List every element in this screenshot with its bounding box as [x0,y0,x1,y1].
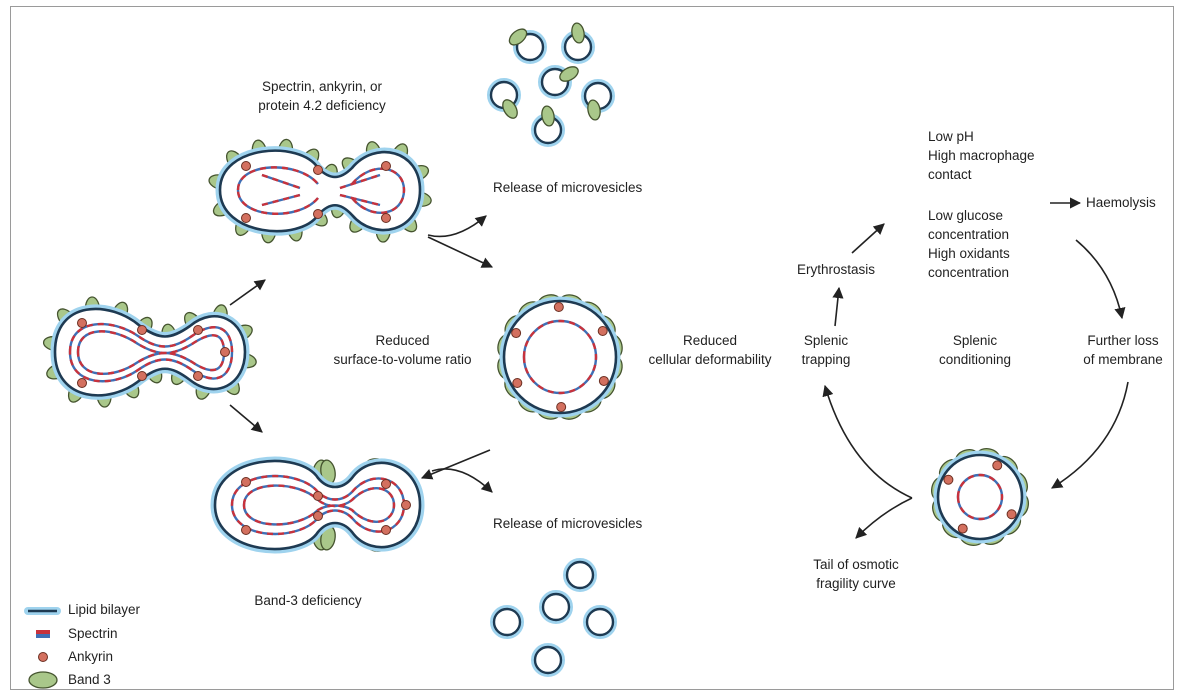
haemolysis-label: Haemolysis [1086,195,1156,210]
spherocyte [497,294,623,420]
spectrin-deficient-cell [208,138,432,244]
ankyrin-dot [137,371,147,381]
ankyrin-dot [957,523,968,534]
ankyrin-dot [313,209,323,219]
splenic-trapping-label: Splenic trapping [801,333,851,367]
conditions-ph-macrophage: Low pH High macrophage contact [928,129,1035,182]
ankyrin-dot [381,479,391,489]
ankyrin-dot [1006,509,1017,520]
splenic-conditioning-label: Splenic conditioning [938,333,1012,367]
microspherocyte-spectrin-red [956,473,1004,521]
microvesicle [492,607,522,637]
legend-label-ankyrin: Ankyrin [68,649,114,664]
release-microvesicles-bottom-label: Release of microvesicles [493,516,643,531]
band3-deficient-cell [210,456,425,554]
osmotic-tail-label: Tail of osmotic fragility curve [813,557,899,591]
ankyrin-dot [137,325,147,335]
microvesicles-without-band3 [490,558,617,677]
figure-frame [10,6,1174,690]
spectrin-cell-spectrin-red [236,166,406,215]
normal-cell-spectrin-red [68,322,234,383]
band3-cell-bilayer [213,459,422,551]
arrow-spectrin-to-vesicles [427,215,487,238]
band3-deficiency-label: Band-3 deficiency [254,593,362,608]
ankyrin-dot [77,378,87,388]
ankyrin-dot [241,525,251,535]
ankyrin-dot [313,165,323,175]
ankyrin-dot [512,378,523,389]
band3-protein [541,105,555,127]
reduced-surface-volume-label: Reduced surface-to-volume ratio [333,333,472,367]
arrow-normal-to-spectrin [229,279,266,306]
band3-protein [587,99,601,121]
band3-icon [28,671,58,689]
arrow-haemolysis-to-further-loss [1075,239,1126,320]
reduced-deformability-label: Reduced cellular deformability [648,333,772,367]
ankyrin-dot [193,371,203,381]
arrow-erythrostasis-to-conditions [851,223,885,254]
ankyrin-dot [401,500,411,510]
band3-protein [571,22,585,44]
microspherocyte-bilayer [936,453,1024,541]
microvesicle [533,645,563,675]
arrow-normal-to-band3 [229,404,263,433]
legend-label-spectrin: Spectrin [68,626,118,641]
band3-protein [559,66,579,82]
ankyrin-dot [943,474,954,485]
further-loss-label: Further loss of membrane [1083,333,1163,367]
ankyrin-dot [313,511,323,521]
ankyrin-dot [77,318,87,328]
microvesicles-with-band3 [487,22,615,147]
spectrin-deficiency-label: Spectrin, ankyrin, or protein 4.2 defici… [258,79,386,113]
ankyrin-dot [381,213,391,223]
arrow-spectrin-to-spherocyte [427,236,494,268]
ankyrin-dot [511,328,522,339]
ankyrin-dot [241,161,251,171]
arrow-further-loss-to-microspherocyte [1051,381,1129,489]
ankyrin-dot [553,302,564,313]
ankyrin-dot [313,491,323,501]
legend-label-lipid: Lipid bilayer [68,602,141,617]
microvesicle [585,607,615,637]
normal-erythrocyte [42,296,257,408]
ankyrin-dot [241,477,251,487]
ankyrin-dot [193,325,203,335]
spherocyte-bilayer [502,299,618,415]
microvesicle [565,560,595,590]
band3-protein [502,99,518,119]
legend [24,607,61,689]
arrow-microspherocyte-to-osmotic-tail [855,497,913,539]
band3-protein [508,28,528,46]
legend-label-band3: Band 3 [68,672,111,687]
ankyrin-dot [381,525,391,535]
arrow-microspherocyte-to-trapping [822,384,913,499]
ankyrin-dot [241,213,251,223]
spectrin-icon [36,630,50,638]
microspherocyte [930,447,1030,547]
conditions-glucose-oxidants: Low glucose concentration High oxidants … [928,208,1010,280]
microvesicle [541,592,571,622]
erythrostasis-label: Erythrostasis [797,262,876,277]
ankyrin-dot [597,325,608,336]
arrow-trapping-to-erythrostasis [832,286,844,327]
ankyrin-icon [38,652,48,662]
spherocyte-spectrin-red [522,319,598,395]
spectrin-cell-cross-spectrin-blue [261,173,381,207]
ankyrin-dot [992,460,1003,471]
ankyrin-dot [556,401,567,412]
ankyrin-dot [381,161,391,171]
arrow-band3-to-vesicles [431,468,493,493]
ankyrin-dot [220,347,230,357]
release-microvesicles-top-label: Release of microvesicles [493,180,643,195]
ankyrin-dot [598,375,609,386]
arrow-spherocyte-to-band3 [420,449,491,480]
